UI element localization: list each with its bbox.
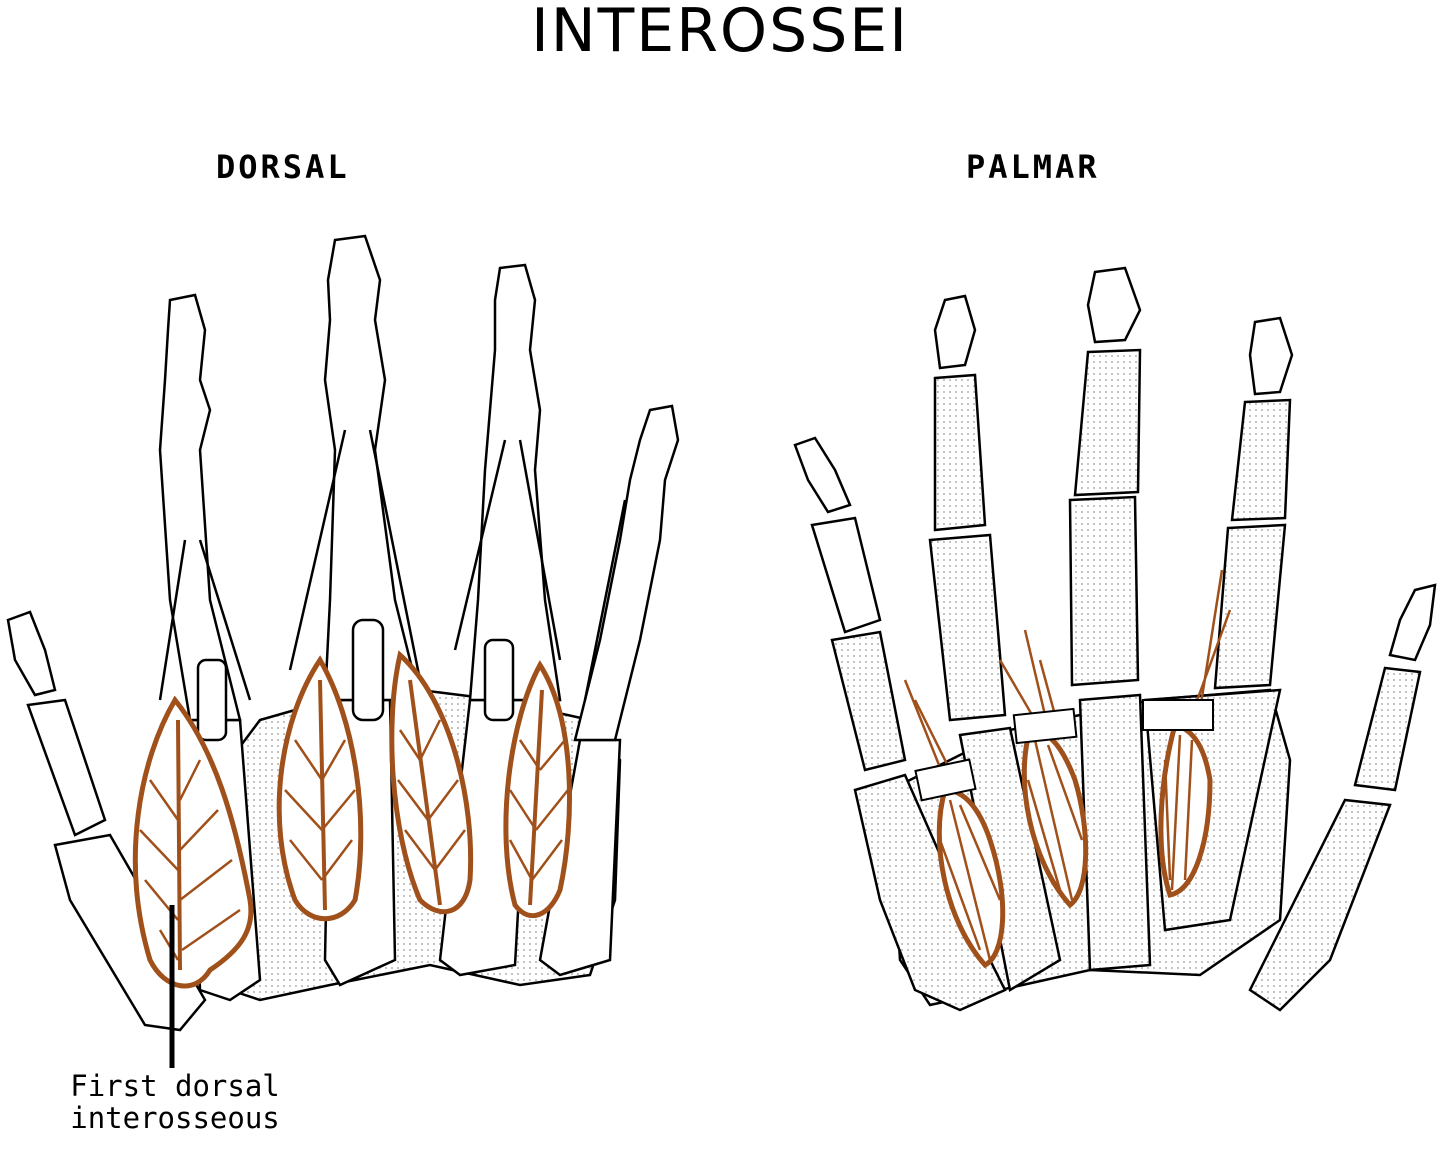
- dorsal-tendon: [453, 439, 507, 651]
- dorsal-tendon: [288, 429, 347, 671]
- palmar-thumb-metacarpal: [830, 630, 907, 772]
- dorsal-middle-shaft: [351, 618, 385, 722]
- dorsal-tendon: [368, 429, 422, 681]
- palmar-little-proximal: [1353, 666, 1422, 792]
- palmar-hand: [793, 266, 1437, 1012]
- dorsal-hand: [6, 234, 680, 1068]
- dorsal-index-finger: [158, 293, 242, 722]
- dorsal-interosseous-muscle-1: [132, 695, 254, 989]
- palmar-index-proximal: [928, 533, 1007, 722]
- diagram-title: INTEROSSEI: [531, 0, 909, 66]
- palmar-ligament: [1012, 707, 1078, 745]
- palmar-ligament: [914, 758, 977, 802]
- palmar-thumb-proximal: [810, 516, 882, 634]
- palmar-middle-proximal: [1068, 495, 1140, 687]
- dorsal-interosseous-muscle-3: [389, 650, 474, 915]
- dorsal-ring-shaft: [483, 638, 515, 722]
- palmar-interosseous-muscle-3: [1158, 569, 1232, 898]
- palmar-middle-middle: [1073, 348, 1142, 497]
- callout-line-2: interosseous: [70, 1101, 280, 1135]
- palmar-interosseous-muscle-2: [998, 629, 1089, 909]
- dorsal-thumb-proximal: [26, 698, 107, 837]
- dorsal-interosseous-muscle-4: [503, 660, 572, 919]
- dorsal-tendon: [518, 439, 562, 661]
- callout-line-1: First dorsal: [70, 1069, 280, 1103]
- dorsal-index-shaft: [196, 658, 228, 742]
- palmar-thumb-distal: [793, 436, 852, 514]
- dorsal-tendon: [198, 539, 252, 701]
- palmar-ligament: [1142, 699, 1214, 731]
- dorsal-thumb-distal: [6, 610, 57, 697]
- palmar-index-middle: [933, 373, 987, 532]
- palmar-ring-middle: [1230, 398, 1292, 522]
- palmar-little-metacarpal: [1248, 798, 1392, 1012]
- palmar-view-label: PALMAR: [966, 148, 1100, 186]
- first-dorsal-interosseous-callout: First dorsal interosseous: [30, 1070, 320, 1134]
- palmar-interosseous-muscle-1: [903, 679, 1006, 969]
- dorsal-interosseous-muscle-2: [276, 655, 364, 922]
- palmar-index-distal: [933, 294, 977, 370]
- dorsal-tendon: [158, 539, 187, 701]
- dorsal-view-label: DORSAL: [216, 148, 350, 186]
- palmar-middle-metacarpal: [1078, 693, 1152, 972]
- palmar-little-distal: [1388, 583, 1437, 662]
- palmar-middle-distal: [1086, 266, 1142, 344]
- dorsal-little-finger: [573, 404, 680, 742]
- palmar-ring-proximal: [1213, 523, 1287, 690]
- dorsal-ring-finger: [468, 263, 562, 702]
- dorsal-tendon: [583, 499, 627, 701]
- palmar-thumb-base: [853, 773, 1007, 1012]
- palmar-ring-distal: [1248, 316, 1294, 396]
